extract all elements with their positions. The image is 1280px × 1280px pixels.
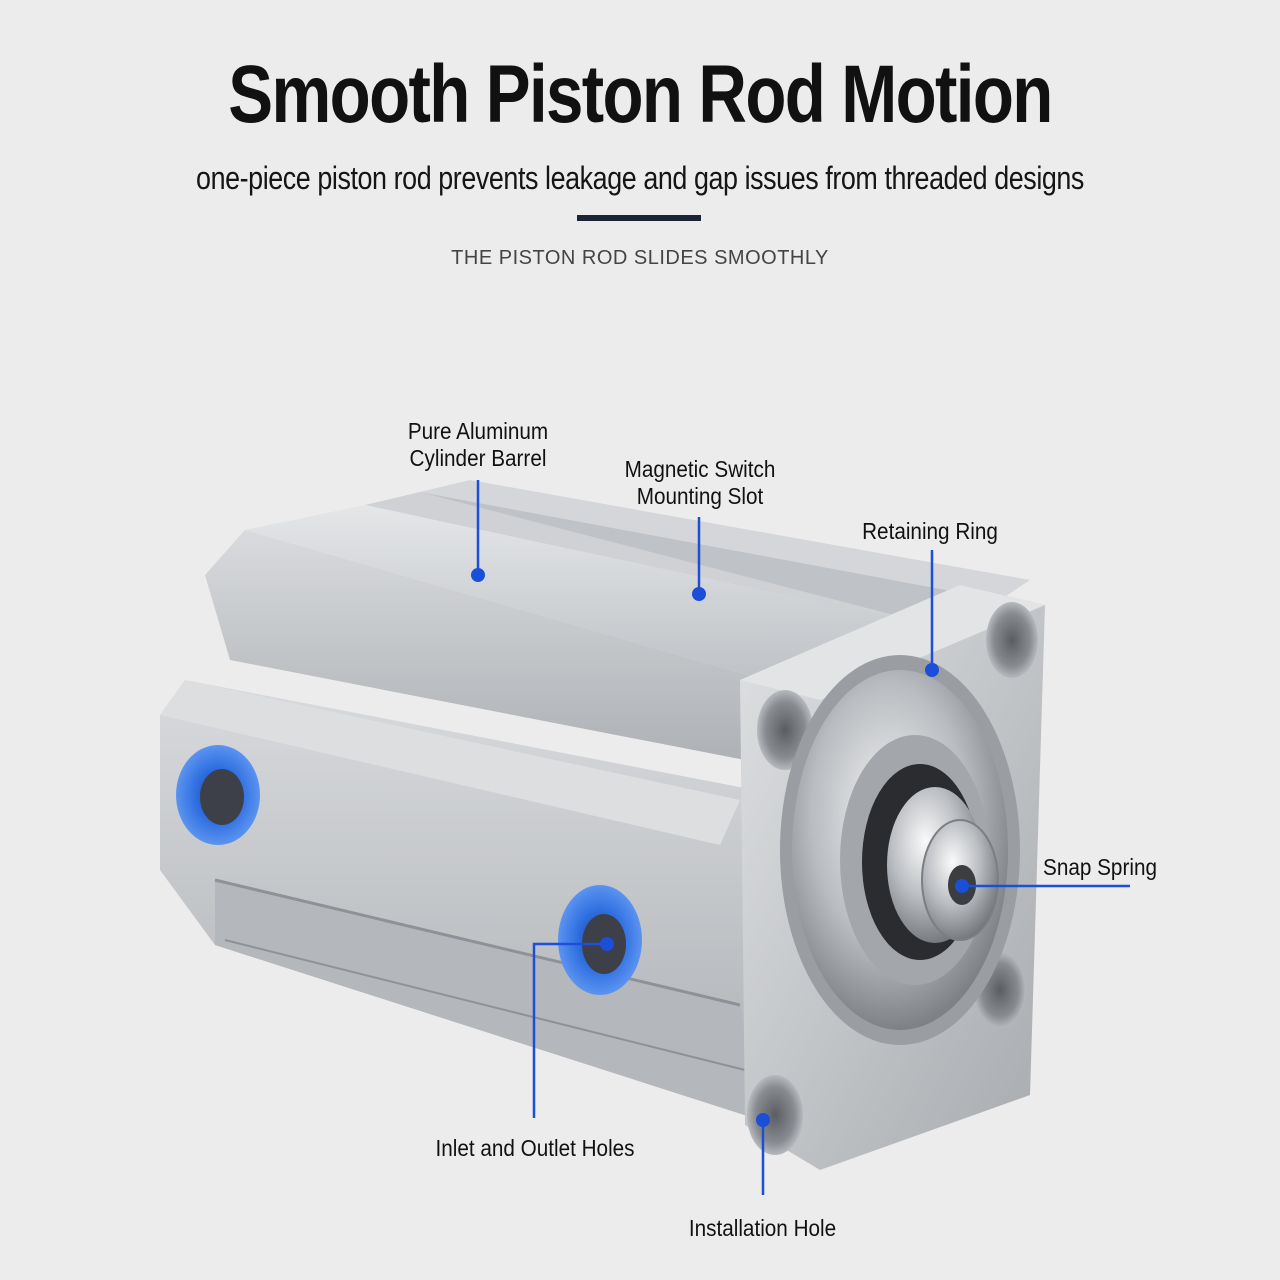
callout-inlet-pointer xyxy=(532,937,614,1118)
mounting-slot-rail xyxy=(420,480,1030,640)
callout-slot-label: Magnetic Switch Mounting Slot xyxy=(606,456,795,510)
page-title: Smooth Piston Rod Motion xyxy=(228,49,1053,140)
cylinder-barrel-side xyxy=(160,680,765,1120)
cylinder-barrel-top xyxy=(205,492,990,760)
callout-install-label: Installation Hole xyxy=(688,1215,837,1241)
page-tagline: THE PISTON ROD SLIDES SMOOTHLY xyxy=(451,247,829,269)
inlet-port-upper xyxy=(176,745,260,845)
title-divider xyxy=(577,215,701,221)
callout-slot-line1: Magnetic Switch xyxy=(624,456,776,482)
callout-barrel-line2: Cylinder Barrel xyxy=(409,445,547,471)
callout-slot-line2: Mounting Slot xyxy=(636,483,764,509)
callout-barrel-pointer xyxy=(471,480,485,582)
callout-install-pointer xyxy=(756,1113,770,1195)
callout-barrel-line1: Pure Aluminum xyxy=(407,418,549,444)
callout-slot-pointer xyxy=(692,517,706,601)
page-subtitle: one-piece piston rod prevents leakage an… xyxy=(196,160,1084,196)
callout-inlet-label: Inlet and Outlet Holes xyxy=(435,1135,635,1161)
callout-ring-label: Retaining Ring xyxy=(862,518,998,544)
inlet-port-lower xyxy=(558,885,642,995)
callout-spring-pointer xyxy=(955,879,1130,893)
callout-barrel-label: Pure Aluminum Cylinder Barrel xyxy=(388,418,568,472)
callout-spring-label: Snap Spring xyxy=(1043,854,1157,880)
callout-ring-pointer xyxy=(925,550,939,677)
